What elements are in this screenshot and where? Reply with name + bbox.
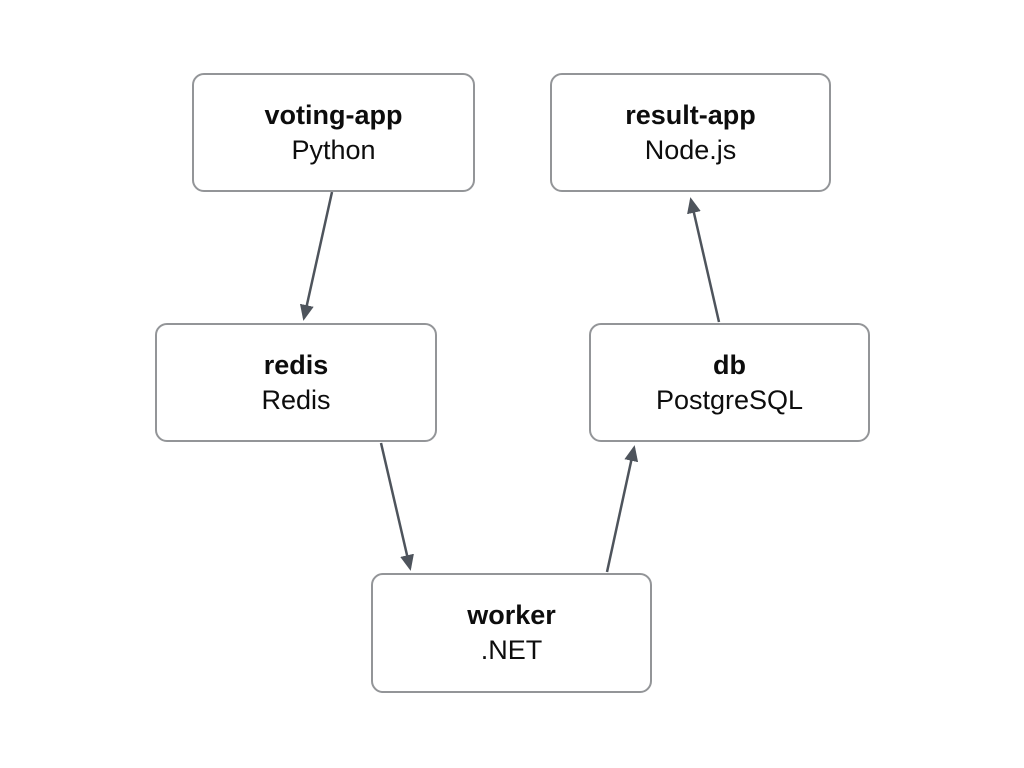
- node-subtitle: Python: [291, 134, 376, 165]
- edge-voting-app-to-redis: [299, 191, 334, 321]
- node-title: db: [713, 349, 746, 380]
- node-subtitle: PostgreSQL: [655, 384, 804, 415]
- node-subtitle: Redis: [261, 384, 331, 415]
- node-subtitle: .NET: [480, 635, 543, 665]
- node-title: redis: [263, 349, 329, 380]
- node-subtitle: Node.js: [644, 134, 737, 165]
- node-worker: worker .NET: [371, 573, 652, 693]
- node-title: voting-app: [264, 99, 403, 130]
- edge-worker-to-db: [605, 445, 639, 573]
- node-voting-app: voting-app Python: [192, 73, 475, 192]
- node-title: result-app: [625, 99, 756, 130]
- node-result-app: result-app Node.js: [550, 73, 831, 192]
- node-db: db PostgreSQL: [589, 323, 870, 442]
- node-title: worker: [467, 600, 556, 630]
- edge-redis-to-worker: [379, 442, 414, 571]
- edge-db-to-result-app: [687, 197, 721, 323]
- node-redis: redis Redis: [155, 323, 437, 442]
